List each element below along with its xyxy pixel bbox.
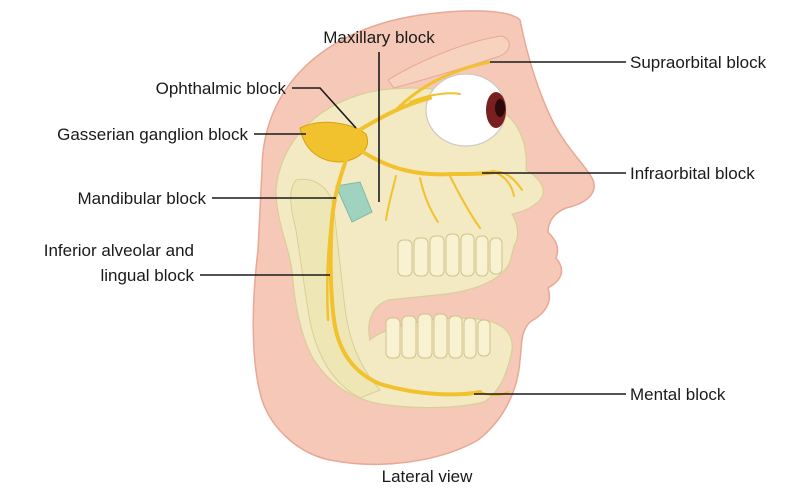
label-inferior-alveolar-line2: lingual block (100, 266, 194, 285)
caption-lateral-view: Lateral view (382, 467, 473, 486)
eye (426, 74, 506, 146)
label-maxillary-block: Maxillary block (323, 28, 435, 47)
lower-teeth (386, 314, 490, 358)
label-infraorbital-block: Infraorbital block (630, 164, 755, 183)
label-inferior-alveolar-line1: Inferior alveolar and (44, 241, 194, 260)
label-mandibular-block: Mandibular block (77, 189, 206, 208)
label-supraorbital-block: Supraorbital block (630, 53, 767, 72)
label-gasserian-ganglion-block: Gasserian ganglion block (57, 125, 248, 144)
label-mental-block: Mental block (630, 385, 726, 404)
label-ophthalmic-block: Ophthalmic block (156, 79, 287, 98)
